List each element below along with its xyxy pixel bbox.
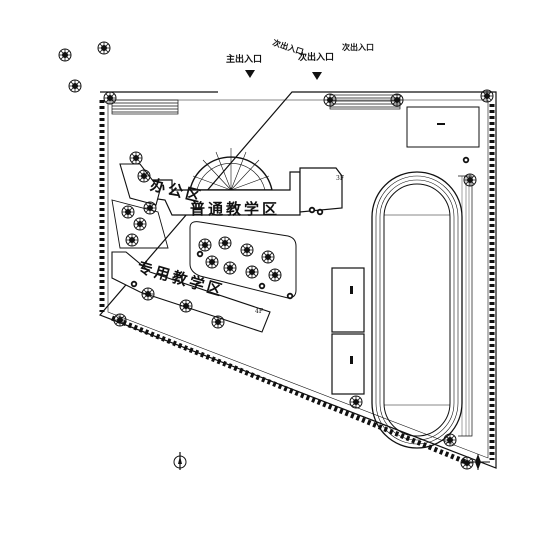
garden-center — [189, 221, 297, 299]
building-general-teaching — [129, 167, 343, 216]
site-boundary — [98, 91, 497, 469]
building-special-teaching — [111, 251, 271, 333]
building-sports-south — [331, 333, 365, 395]
building-northeast — [406, 106, 480, 148]
stripes-top-right — [329, 94, 401, 110]
gate-arrow-secondary — [312, 72, 322, 80]
floor-mark-a: 3F — [336, 175, 344, 182]
building-sports-north — [331, 267, 365, 333]
compass-rose-icon — [466, 454, 490, 470]
perimeter-hedge — [99, 100, 495, 465]
gate-label-secondary-c: 次出入口 — [342, 42, 374, 52]
zone-label-general-teaching: 普通教学区 — [190, 200, 281, 218]
floor-mark-b: 4F — [255, 308, 263, 315]
stripes-top-left — [111, 99, 179, 115]
running-track — [371, 171, 473, 449]
gate-label-secondary-b: 次出入口 — [298, 53, 335, 63]
semicircle-plaza — [189, 148, 273, 191]
gate-arrow-main — [245, 70, 255, 78]
north-arrow-icon — [173, 452, 187, 470]
garden-left — [111, 199, 169, 249]
gate-label-main: 主出入口 — [226, 55, 263, 65]
